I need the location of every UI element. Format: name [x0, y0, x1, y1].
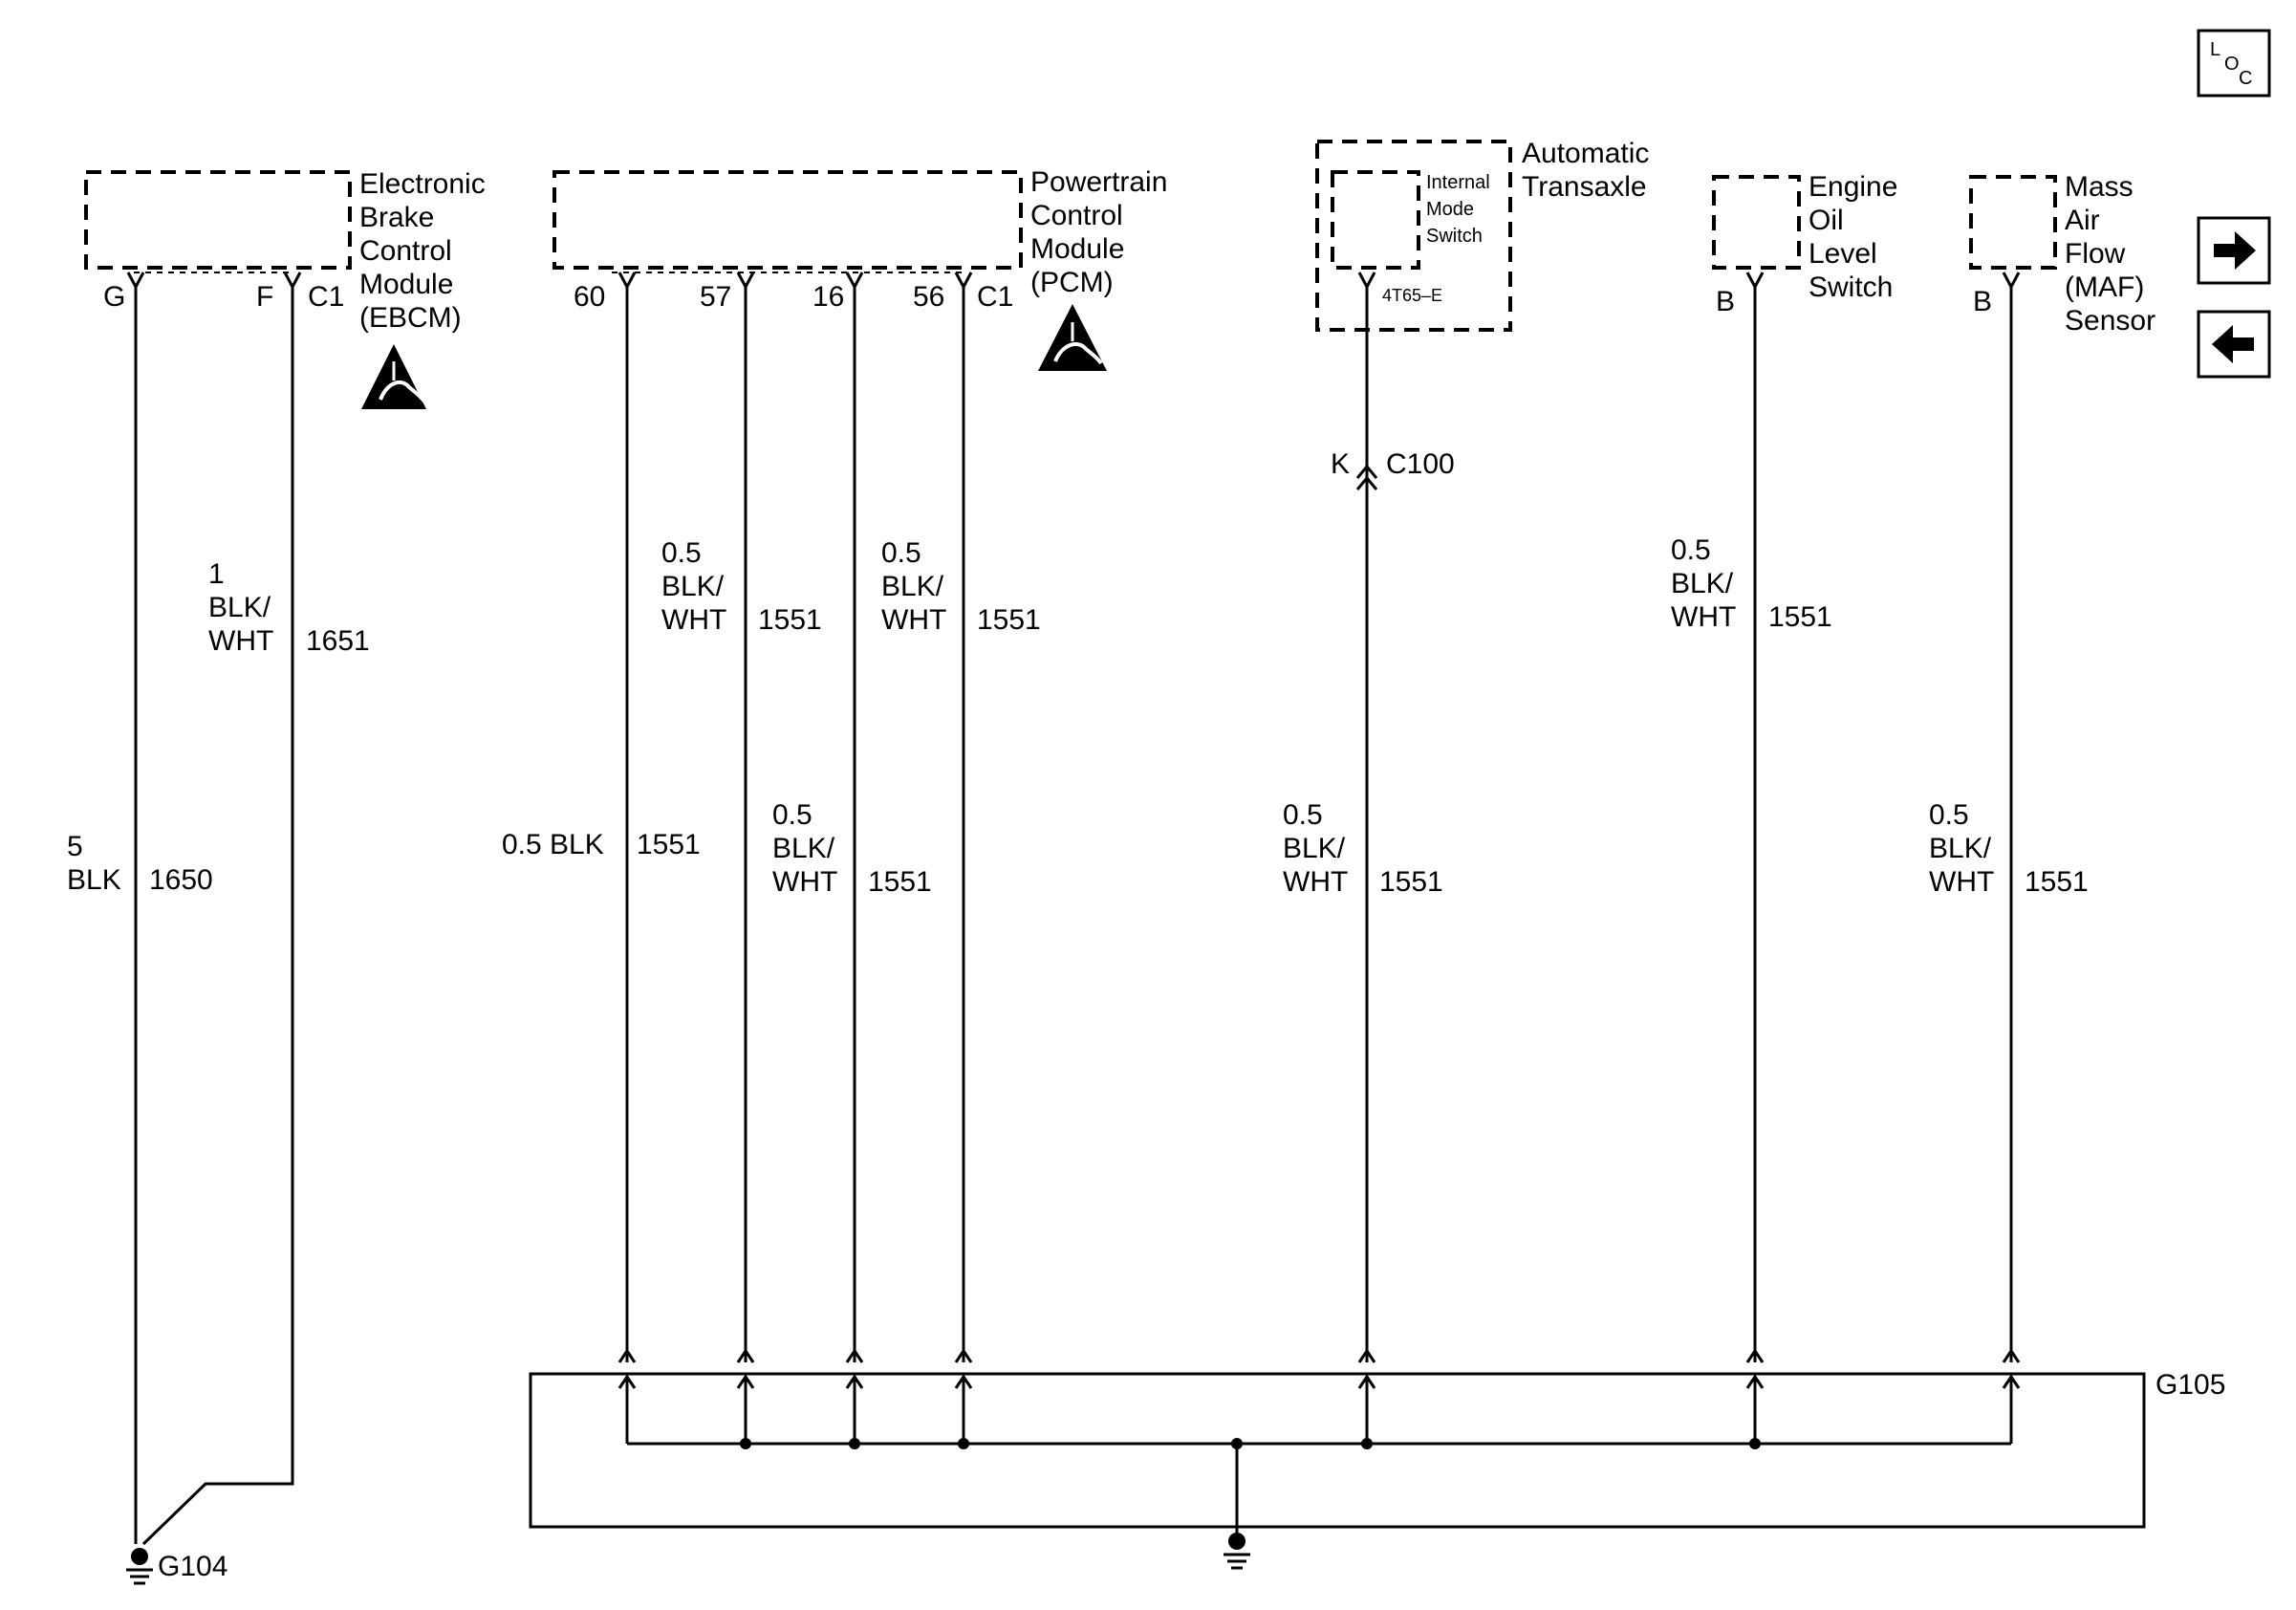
transaxle-model: 4T65–E	[1382, 286, 1442, 305]
ebcm-name: Electronic Brake Control Module (EBCM)	[359, 168, 493, 334]
svg-text:C: C	[2239, 68, 2252, 89]
wire-1651-label: 1 BLK/ WHT	[208, 558, 278, 657]
ground-g104-label: G104	[158, 1551, 227, 1582]
wire-1651-circuit: 1651	[306, 625, 370, 657]
wire-oil-label: 0.5 BLK/ WHT	[1671, 534, 1741, 633]
inline-connector-c100	[1355, 464, 1378, 490]
wire-1650-label: 5 BLK	[67, 831, 121, 896]
wire-trans-circuit: 1551	[1379, 866, 1443, 898]
wire-oil-circuit: 1551	[1768, 601, 1832, 633]
pcm-name: Powertrain Control Module (PCM)	[1030, 166, 1176, 298]
right-arrow-icon	[2214, 231, 2256, 270]
transaxle-name: Automatic Transaxle	[1522, 138, 1657, 203]
loc-icon[interactable]: L O C	[2197, 29, 2271, 98]
pcm-pin-56: 56	[913, 281, 944, 313]
svg-text:L: L	[2210, 39, 2220, 60]
wire-pcm60-circuit: 1551	[637, 829, 701, 860]
wire-1650-circuit: 1650	[149, 864, 213, 896]
wire-pcm16-circuit: 1551	[868, 866, 932, 898]
ebcm-pin-f: F	[256, 281, 273, 313]
wire-pcm56-circuit: 1551	[977, 604, 1041, 636]
wire-maf-circuit: 1551	[2025, 866, 2089, 898]
ground-g105-splice	[529, 1324, 2146, 1541]
wire-pcm57-circuit: 1551	[758, 604, 822, 636]
c100-name: C100	[1386, 448, 1455, 480]
transaxle-component: Automatic Transaxle Internal Mode Switch…	[1315, 138, 1657, 332]
wire-ebcm-f	[141, 287, 294, 1546]
ground-g105-label: G105	[2155, 1369, 2225, 1401]
wire-pcm57-label: 0.5 BLK/ WHT	[661, 537, 731, 636]
ebcm-connector: C1	[308, 281, 344, 313]
pcm-component: Powertrain Control Module (PCM) 60 57 16…	[552, 166, 1176, 371]
maf-sensor-component: Mass Air Flow (MAF) Sensor B	[1969, 171, 2155, 337]
ground-g105-symbol	[1224, 1533, 1250, 1570]
oil-switch-name: Engine Oil Level Switch	[1809, 171, 1906, 303]
oil-level-switch-component: Engine Oil Level Switch B	[1712, 171, 1906, 317]
ebcm-pin-g: G	[103, 281, 125, 313]
maf-name: Mass Air Flow (MAF) Sensor	[2065, 171, 2155, 337]
ebcm-component: Electronic Brake Control Module (EBCM) G…	[84, 168, 493, 409]
internal-mode-switch-name: Internal Mode Switch	[1426, 172, 1495, 247]
pcm-pin-57: 57	[700, 281, 731, 313]
pcm-connector: C1	[977, 281, 1013, 313]
ground-g104	[126, 1548, 153, 1585]
pcm-pin-60: 60	[574, 281, 605, 313]
esd-warning-icon	[361, 344, 426, 409]
oil-switch-pin: B	[1716, 286, 1735, 317]
pcm-pin-16: 16	[812, 281, 844, 313]
wire-pcm56-label: 0.5 BLK/ WHT	[881, 537, 951, 636]
esd-warning-icon	[1038, 304, 1107, 371]
wire-maf-label: 0.5 BLK/ WHT	[1929, 799, 1999, 898]
wire-trans-label: 0.5 BLK/ WHT	[1283, 799, 1353, 898]
svg-text:O: O	[2224, 54, 2240, 75]
next-page-button[interactable]	[2197, 216, 2271, 285]
previous-page-button[interactable]	[2197, 310, 2271, 379]
maf-pin: B	[1973, 286, 1992, 317]
c100-pin: K	[1331, 448, 1350, 480]
wire-pcm60-label: 0.5 BLK	[502, 829, 604, 860]
left-arrow-icon	[2212, 325, 2254, 363]
wire-pcm16-label: 0.5 BLK/ WHT	[772, 799, 842, 898]
